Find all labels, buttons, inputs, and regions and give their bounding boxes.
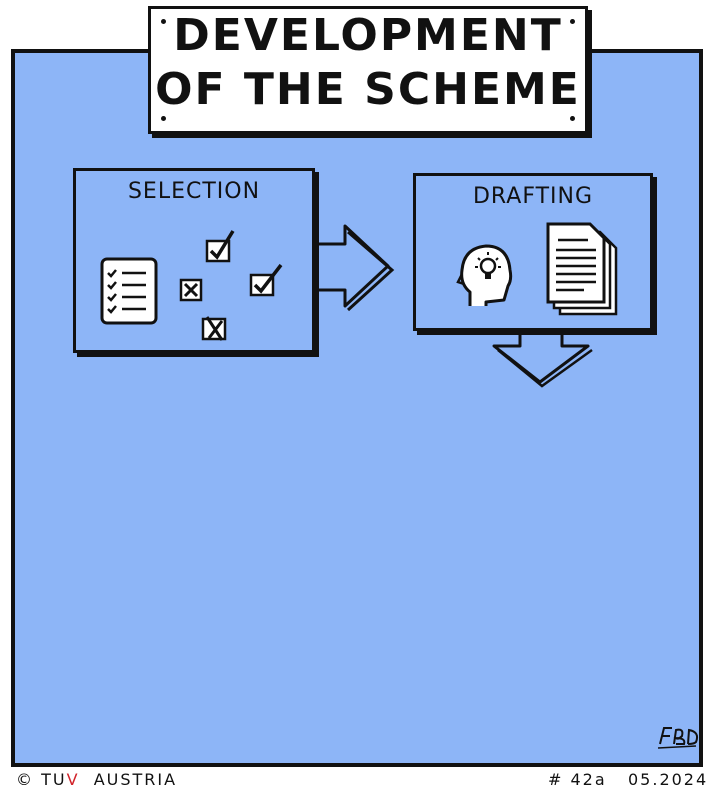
selection-label: Selection bbox=[127, 179, 261, 204]
checklist-icon bbox=[100, 257, 158, 325]
nail-icon bbox=[161, 116, 166, 121]
copyright-notice: © TUV AUSTRIA bbox=[16, 770, 177, 789]
brand-prefix: TU bbox=[41, 770, 67, 789]
drafting-label: Drafting bbox=[472, 184, 594, 209]
nail-icon bbox=[570, 19, 575, 24]
brand-suffix: AUSTRIA bbox=[93, 770, 178, 789]
checked-box-icon bbox=[205, 230, 235, 263]
head-lightbulb-icon bbox=[456, 244, 513, 306]
nail-icon bbox=[570, 116, 575, 121]
selection-panel: Selection bbox=[73, 168, 315, 353]
title-line-2: of the Scheme bbox=[155, 64, 581, 115]
checked-box-icon bbox=[249, 263, 283, 297]
crossed-box-icon bbox=[201, 316, 227, 341]
drafting-panel: Drafting bbox=[413, 173, 653, 331]
document-stack-icon bbox=[546, 222, 618, 316]
copyright-symbol: © bbox=[16, 770, 34, 789]
issue-number: # 42a bbox=[548, 770, 607, 789]
brand-v: V bbox=[66, 770, 80, 789]
nail-icon bbox=[161, 19, 166, 24]
crossed-box-icon bbox=[179, 278, 203, 302]
title-line-1: Development bbox=[173, 10, 563, 61]
issue-date: 05.2024 bbox=[628, 770, 708, 789]
artist-signature-icon bbox=[657, 727, 701, 749]
title-card: Development of the Scheme bbox=[148, 6, 588, 134]
